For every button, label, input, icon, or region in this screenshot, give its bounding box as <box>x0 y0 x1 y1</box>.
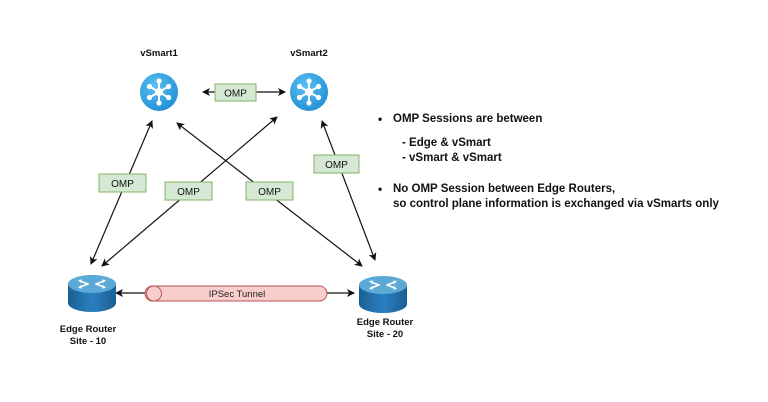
vsmart1-node: vSmart1 <box>139 48 179 112</box>
edge-router-site10-node: Edge Router Site - 10 <box>60 274 117 347</box>
edge-router-site20-label-line1: Edge Router <box>357 317 414 328</box>
vsmart1-icon <box>139 72 179 112</box>
tunnel-label: IPSec Tunnel <box>209 289 266 300</box>
note-no-edge-omp-line2: so control plane information is exchange… <box>393 198 719 210</box>
edge-router-site10-label-line2: Site - 10 <box>70 336 106 347</box>
omp-label-text: OMP <box>177 187 200 198</box>
omp-label-vsmart2-edge20: OMP <box>313 154 360 174</box>
vsmart2-icon <box>289 72 329 112</box>
omp-label-vsmart1-edge10: OMP <box>98 173 147 193</box>
note-omp-sessions: • OMP Sessions are between <box>378 112 763 127</box>
ipsec-tunnel: IPSec Tunnel <box>144 285 328 302</box>
edge-router-site20-node: Edge Router Site - 20 <box>357 275 414 340</box>
omp-label-text: OMP <box>325 160 348 171</box>
vsmart2-label: vSmart2 <box>290 48 328 59</box>
router-icon <box>67 274 117 313</box>
note-sub-vsmart-vsmart: - vSmart & vSmart <box>402 152 502 164</box>
omp-label-vsmart1-edge20: OMP <box>245 181 294 201</box>
note-omp-sessions-text: OMP Sessions are between <box>393 113 543 125</box>
note-sub-list: - Edge & vSmart - vSmart & vSmart <box>402 136 763 166</box>
note-sub-edge-vsmart: - Edge & vSmart <box>402 137 491 149</box>
omp-label-text: OMP <box>258 187 281 198</box>
note-no-edge-omp: • No OMP Session between Edge Routers, s… <box>378 182 763 212</box>
omp-label-text: OMP <box>111 179 134 190</box>
notes-panel: • OMP Sessions are between - Edge & vSma… <box>378 112 763 212</box>
bullet-icon: • <box>378 112 383 126</box>
edge-router-site10-label-line1: Edge Router <box>60 324 117 335</box>
bullet-icon: • <box>378 182 383 196</box>
vsmart1-label: vSmart1 <box>140 48 178 59</box>
omp-label-edge10-vsmart2: OMP <box>164 181 213 201</box>
vsmart2-node: vSmart2 <box>289 48 329 112</box>
omp-label-vsmart1-vsmart2: OMP <box>214 83 257 102</box>
link-vsmart2-edge20 <box>320 120 377 261</box>
edge-router-site20-label-line2: Site - 20 <box>367 329 403 340</box>
router-icon <box>358 275 408 314</box>
note-no-edge-omp-line1: No OMP Session between Edge Routers, <box>393 183 616 195</box>
omp-label-text: OMP <box>224 89 247 100</box>
